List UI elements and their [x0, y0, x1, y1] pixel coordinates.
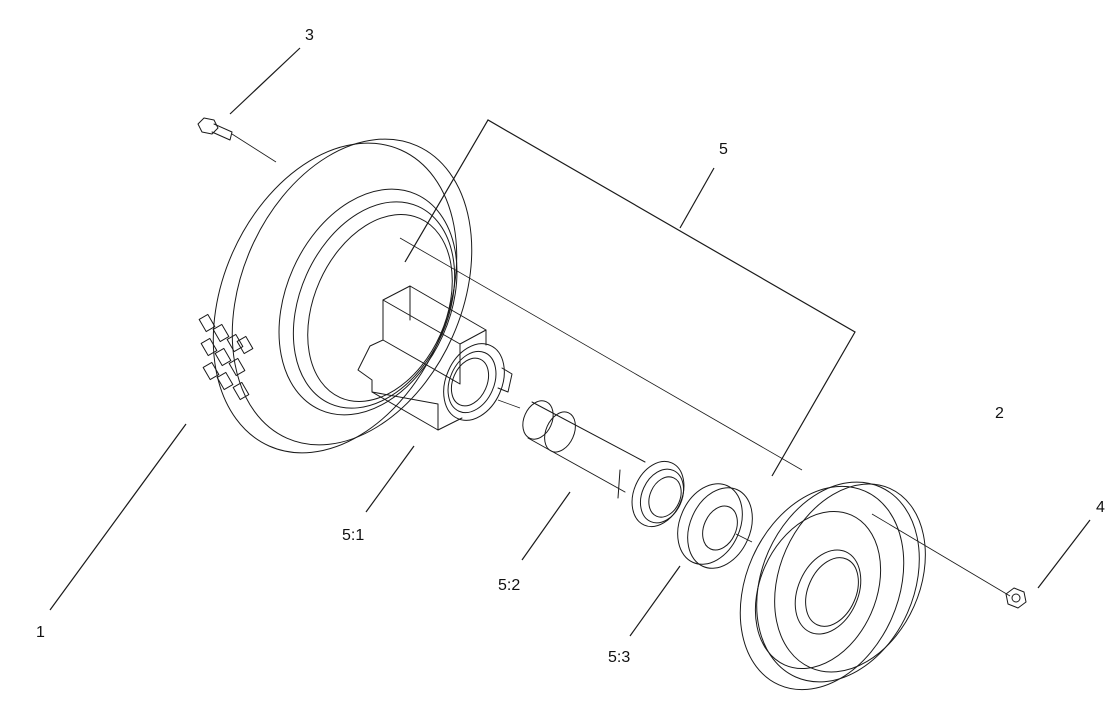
- bolt: [197, 117, 277, 163]
- leader-lines: [49, 47, 1091, 637]
- hub: [357, 285, 513, 431]
- callout-3: 3: [305, 27, 314, 44]
- rim-half: [739, 481, 926, 691]
- leader-4: [1037, 519, 1091, 589]
- leader-1: [49, 423, 187, 611]
- leader-5-2: [521, 491, 571, 561]
- callout-labels: 1 2 3 4 5 5:1 5:2 5:3: [36, 27, 1105, 666]
- leader-5-3: [629, 565, 681, 637]
- spacer-tube: [522, 400, 685, 528]
- bearing: [677, 483, 753, 569]
- callout-5-1: 5:1: [342, 527, 364, 544]
- group-5-bracket: [404, 119, 856, 477]
- callout-5-3: 5:3: [608, 649, 630, 666]
- tire: [198, 138, 473, 454]
- leader-3: [229, 47, 301, 115]
- callout-2: 2: [995, 405, 1004, 422]
- tread-pattern: [198, 313, 254, 401]
- callout-4: 4: [1096, 499, 1105, 516]
- nut: [1005, 587, 1027, 609]
- leader-5-1: [365, 445, 415, 513]
- axis-lines: [399, 237, 1011, 597]
- callout-1: 1: [36, 624, 45, 641]
- callout-5-2: 5:2: [498, 577, 520, 594]
- callout-5: 5: [719, 141, 728, 158]
